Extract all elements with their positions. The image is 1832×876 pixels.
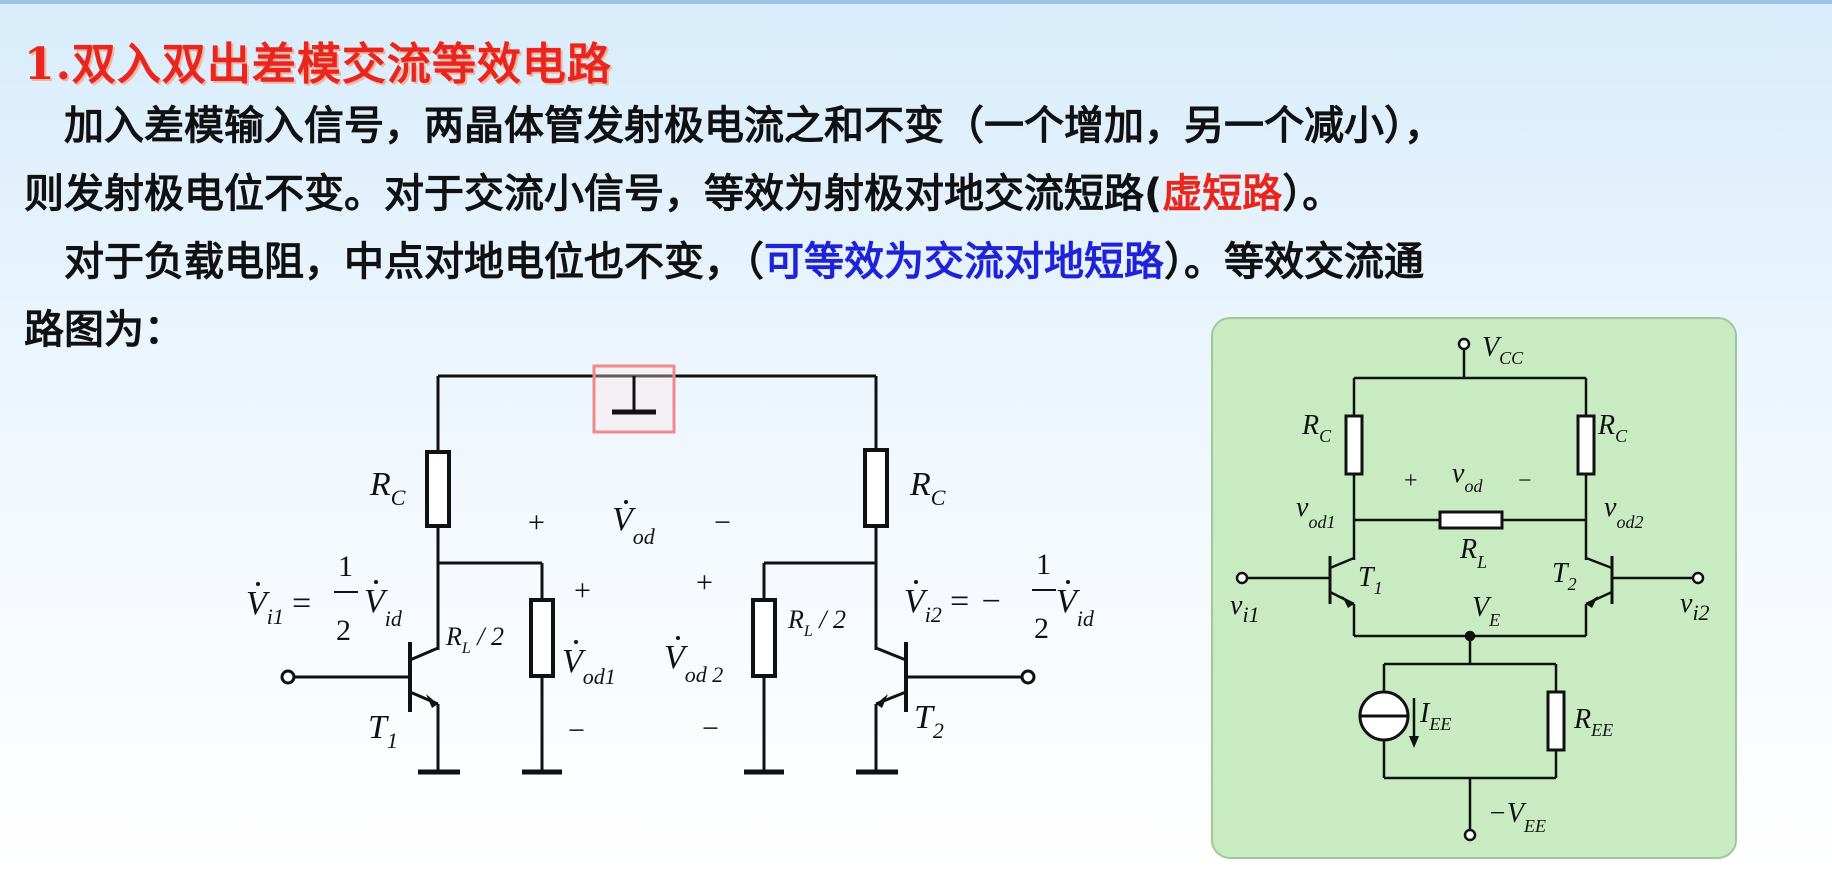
green-panel — [1211, 317, 1737, 859]
vi1-frac-num: 1 — [338, 550, 353, 583]
vod2-minus: − — [702, 712, 719, 745]
vod-minus: − — [714, 506, 731, 539]
paragraph-2: 对于负载电阻，中点对地电位也不变，（可等效为交流对地短路）。等效交流通路图为： — [24, 228, 1814, 364]
iee-label: IEE — [1419, 698, 1451, 734]
right-circuit — [1235, 337, 1705, 842]
rc1-resistor — [1344, 414, 1364, 476]
vod1-plus: + — [574, 574, 591, 607]
paragraph-1-line-1: 加入差模输入信号，两晶体管发射极电流之和不变（一个增加，另一个减小）， — [24, 103, 1444, 149]
vod-label: Vod — [612, 501, 656, 549]
vi2-terminal — [1020, 669, 1036, 685]
paragraph-2-line-1-start: 对于负载电阻，中点对地电位也不变，（ — [24, 239, 764, 285]
vi2-frac-den: 2 — [1034, 612, 1049, 645]
right-t2-label: T2 — [1552, 558, 1577, 594]
rc2-label: RC — [1597, 410, 1628, 446]
rl-resistor — [1438, 510, 1504, 530]
vi1-frac-den: 2 — [336, 614, 351, 647]
right-vod-minus: − — [1518, 468, 1532, 494]
virtual-short-highlight: 虚短路 — [1162, 171, 1283, 217]
rc-right-resistor — [863, 448, 889, 528]
ree-label: REE — [1573, 704, 1613, 740]
rl2-left-label: RL / 2 — [445, 622, 504, 657]
slide-title: 1.双入双出差模交流等效电路 — [24, 39, 612, 90]
right-vod-plus: + — [1404, 468, 1418, 494]
vi2-frac-num: 1 — [1036, 548, 1051, 581]
vod-plus: + — [528, 506, 545, 539]
vod2-plus: + — [696, 566, 713, 599]
rc2-resistor — [1576, 414, 1596, 476]
vod1-label: Vod1 — [562, 643, 616, 689]
ac-ground-short-highlight: 可等效为交流对地短路 — [764, 239, 1164, 285]
right-t1-label: T1 — [1358, 562, 1383, 598]
paragraph-1-line-2-end: ）。 — [1282, 171, 1343, 217]
right-circuit-labels: VCC RC RC + vod − vod1 vod2 RL T1 T2 vi1… — [1230, 332, 1710, 836]
left-circuit — [280, 364, 1036, 775]
rc1-label: RC — [1301, 410, 1332, 446]
vcc-label: VCC — [1482, 332, 1524, 368]
vid-right-label: Vid — [1056, 583, 1095, 631]
vee-label: −VEE — [1488, 798, 1546, 836]
paragraph-2-line-1-end: ）。等效交流通 — [1164, 239, 1424, 285]
ve-label: VE — [1472, 592, 1500, 630]
rl2-right-label: RL / 2 — [787, 605, 846, 640]
t2-label: T2 — [914, 699, 944, 743]
paragraph-1-line-2-start: 则发射极电位不变。对于交流小信号，等效为射极对地交流短路( — [24, 171, 1163, 217]
right-vi1-label: vi1 — [1230, 590, 1260, 627]
rc-left-label: RC — [369, 466, 406, 510]
vi2-label: Vi2= − — [904, 583, 1002, 627]
rc-right-label: RC — [909, 466, 946, 510]
rl2-left-resistor — [529, 598, 555, 678]
rl-label: RL — [1459, 534, 1487, 572]
vi1-label: Vi1= — [246, 585, 313, 629]
right-vod-label: vod — [1452, 458, 1483, 496]
ree-resistor — [1546, 690, 1566, 752]
vod2-node-label: vod2 — [1604, 492, 1643, 532]
rl2-right-resistor — [751, 598, 777, 678]
rc-left-resistor — [425, 450, 451, 528]
vod2-label: Vod 2 — [664, 639, 723, 687]
vod1-node-label: vod1 — [1296, 492, 1335, 532]
vod1-minus: − — [568, 714, 585, 747]
top-border — [0, 0, 1832, 4]
left-circuit-labels: RC RC + − Vod Vi1= 1 2 Vid RL / 2 + Vod1… — [246, 466, 1095, 753]
paragraph-1: 加入差模输入信号，两晶体管发射极电流之和不变（一个增加，另一个减小）， 则发射极电… — [24, 92, 1814, 228]
right-vi2-label: vi2 — [1680, 588, 1710, 625]
vid-left-label: Vid — [364, 583, 403, 631]
paragraph-2-line-2: 路图为： — [24, 307, 184, 353]
vi1-terminal — [280, 669, 296, 685]
t1-label: T1 — [368, 709, 398, 753]
